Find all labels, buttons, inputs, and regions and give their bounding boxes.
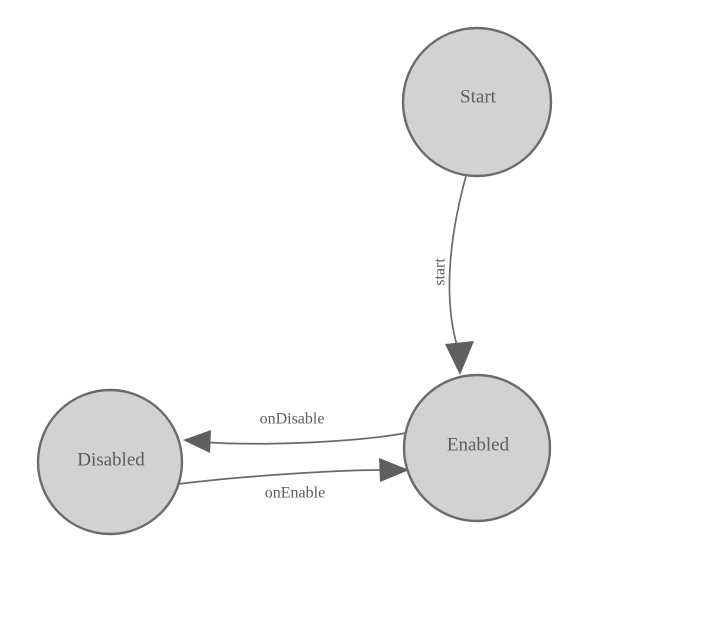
node-disabled-circle[interactable] (36, 388, 184, 536)
node-start-label: Start (460, 86, 497, 107)
node-disabled[interactable]: Disabled (36, 388, 184, 536)
edge-enabled-to-disabled-arrowhead (183, 430, 211, 453)
edge-start-to-enabled[interactable]: start (432, 175, 474, 375)
edge-label-ondisable: onDisable (260, 411, 325, 428)
edge-label-onenable: onEnable (265, 485, 325, 502)
edge-disabled-to-enabled-path (177, 469, 383, 485)
edge-label-start: start (432, 258, 449, 286)
node-enabled-label: Enabled (447, 434, 510, 455)
edge-enabled-to-disabled[interactable]: onDisable (183, 411, 407, 453)
edge-start-to-enabled-arrowhead (445, 341, 474, 375)
node-enabled-circle[interactable] (402, 373, 552, 523)
edge-start-to-enabled-path (448, 175, 467, 350)
edge-disabled-to-enabled[interactable]: onEnable (177, 458, 409, 502)
node-start[interactable]: Start (401, 26, 553, 178)
edge-enabled-to-disabled-path (202, 432, 407, 445)
edge-disabled-to-enabled-arrowhead (379, 458, 409, 482)
node-start-circle[interactable] (401, 26, 553, 178)
node-disabled-label: Disabled (77, 449, 145, 470)
node-enabled[interactable]: Enabled (402, 373, 552, 523)
